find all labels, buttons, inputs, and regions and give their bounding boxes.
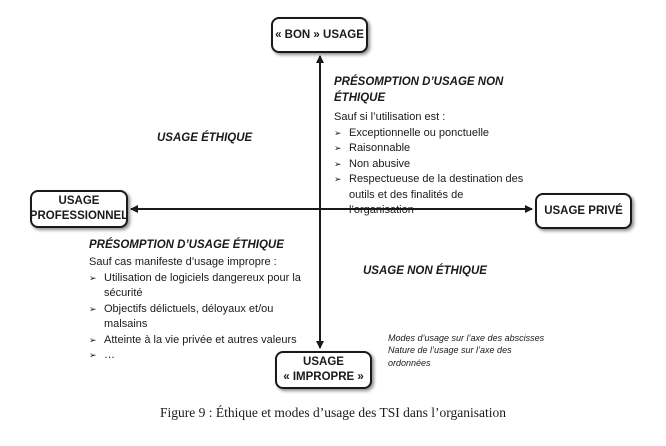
presomption-non-ethique-block: Sauf si l’utilisation est : ➢Exceptionne… (334, 110, 529, 219)
box-bon-usage: « BON » USAGE (271, 17, 368, 53)
arrow-bullet-icon: ➢ (334, 174, 342, 184)
presomption-non-ethique-list: ➢Exceptionnelle ou ponctuelle ➢Raisonnab… (334, 126, 529, 219)
box-usage-prive: USAGE PRIVÉ (535, 193, 632, 229)
arrow-bullet-icon: ➢ (89, 350, 97, 360)
list-item: ➢Objectifs délictuels, déloyaux et/ou ma… (89, 302, 274, 331)
list-item: ➢Atteinte à la vie privée et autres vale… (89, 333, 319, 349)
list-item: ➢Utilisation de logiciels dangereux pour… (89, 271, 301, 300)
presomption-ethique-title: PRÉSOMPTION D’USAGE ÉTHIQUE (89, 239, 284, 251)
box-usage-impropre: USAGE « IMPROPRE » (275, 351, 372, 389)
arrow-bullet-icon: ➢ (334, 158, 342, 169)
box-usage-professionnel-line2: PROFESSIONNEL (29, 210, 129, 222)
arrow-bullet-icon: ➢ (89, 272, 97, 283)
presomption-ethique-list: ➢Utilisation de logiciels dangereux pour… (89, 271, 319, 364)
quadrant-usage-non-ethique: USAGE NON ÉTHIQUE (363, 265, 487, 277)
axis-note-line3: ordonnées (388, 357, 431, 368)
figure-caption: Figure 9 : Éthique et modes d’usage des … (160, 405, 506, 420)
arrow-bullet-icon: ➢ (89, 303, 97, 314)
presomption-non-ethique-title-line1: PRÉSOMPTION D’USAGE NON (334, 76, 504, 88)
quadrant-usage-ethique: USAGE ÉTHIQUE (157, 132, 253, 144)
box-usage-impropre-line2: « IMPROPRE » (283, 371, 364, 383)
box-usage-impropre-line1: USAGE (303, 356, 344, 368)
list-item: ➢Raisonnable (334, 141, 529, 157)
presomption-ethique-intro: Sauf cas manifeste d’usage impropre : (89, 256, 277, 268)
axis-note-line2: Nature de l’usage sur l’axe des (388, 345, 512, 356)
arrow-bullet-icon: ➢ (334, 143, 342, 153)
box-usage-prive-label: USAGE PRIVÉ (544, 204, 623, 217)
box-bon-usage-label: « BON » USAGE (275, 28, 364, 41)
axis-note-line1: Modes d’usage sur l’axe des abscisses (388, 333, 545, 343)
box-usage-professionnel-line1: USAGE (58, 195, 100, 207)
presomption-ethique-block: Sauf cas manifeste d’usage impropre : ➢U… (89, 255, 319, 364)
presomption-non-ethique-intro: Sauf si l’utilisation est : (334, 111, 446, 123)
list-item: ➢… (89, 348, 319, 364)
list-item: ➢Exceptionnelle ou ponctuelle (334, 126, 529, 142)
arrow-bullet-icon: ➢ (89, 334, 97, 345)
axis-note: Modes d’usage sur l’axe des abscisses Na… (388, 332, 573, 369)
arrow-bullet-icon: ➢ (334, 127, 342, 138)
list-item: ➢Non abusive (334, 157, 529, 173)
presomption-non-ethique-title-line2: ÉTHIQUE (334, 92, 386, 104)
list-item: ➢Respectueuse de la destination des outi… (334, 173, 524, 216)
box-usage-professionnel: USAGE PROFESSIONNEL (30, 190, 128, 228)
